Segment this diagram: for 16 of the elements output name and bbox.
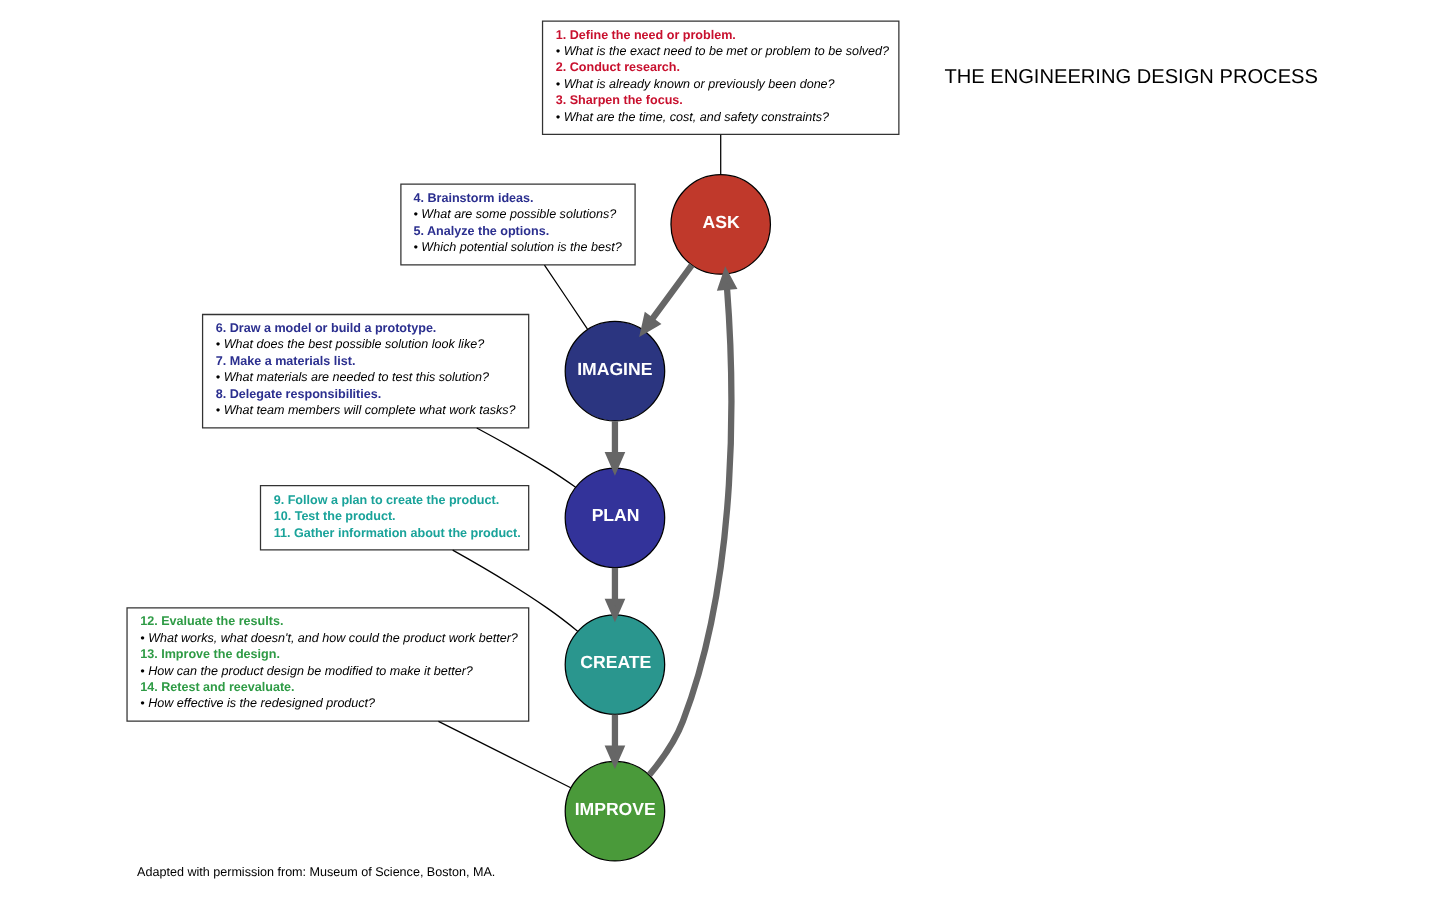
arrow xyxy=(639,263,695,337)
label: THE ENGINEERING DESIGN PROCESS xyxy=(944,66,1318,89)
connector xyxy=(543,264,589,330)
connector xyxy=(452,549,579,632)
node-circle: IMPROVE xyxy=(564,760,666,862)
arrow xyxy=(604,421,626,476)
node-circle: ASK xyxy=(670,174,772,275)
connector xyxy=(437,720,572,789)
arrow xyxy=(646,266,738,777)
arrow xyxy=(604,714,626,770)
connector xyxy=(476,427,577,488)
node-circle: IMAGINE xyxy=(564,320,666,422)
node-circle: CREATE xyxy=(564,614,666,715)
connector xyxy=(720,134,722,176)
node-circle: PLAN xyxy=(564,467,666,569)
arrow xyxy=(604,567,626,623)
